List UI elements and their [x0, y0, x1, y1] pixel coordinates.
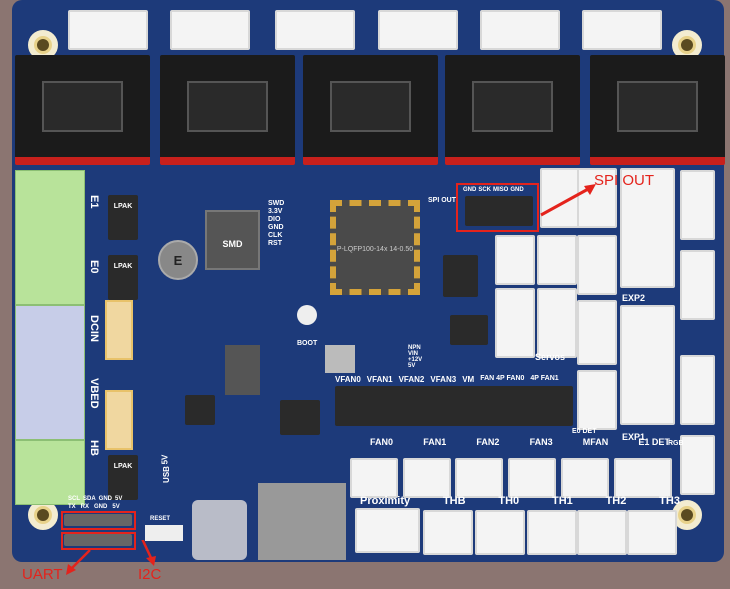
- connector: [680, 250, 715, 320]
- stepper-driver: [15, 55, 150, 165]
- spi-out-label: SPI OUT: [428, 197, 457, 204]
- reset-label: RESET: [150, 516, 171, 522]
- thb-connector: [423, 510, 473, 555]
- capacitor: E: [158, 240, 198, 280]
- motor-connector: [480, 10, 560, 50]
- mcu-chip: P-LQFP100-14x 14-0.50: [330, 200, 420, 295]
- label-hb: HB: [88, 440, 100, 456]
- driver-ic: [443, 255, 478, 297]
- endstop-connector: [577, 168, 617, 228]
- label-dcin: DCIN: [88, 315, 100, 342]
- terminal-block-dcin-vbed: [15, 305, 85, 440]
- vfan-labels: VFAN0 VFAN1 VFAN2 VFAN3 VM FAN 4P FAN0 4…: [335, 375, 559, 384]
- motor-connector: [68, 10, 148, 50]
- regulator: [225, 345, 260, 395]
- rgb-label: RGB: [668, 440, 684, 447]
- inductor: SMD: [205, 210, 260, 270]
- endstop-connector: [577, 370, 617, 430]
- terminal-block-hb: [15, 440, 85, 505]
- e0-det-label: E0 DET: [572, 428, 597, 435]
- exp1-label: EXP1: [622, 432, 646, 442]
- uart-header: [64, 534, 132, 546]
- terminal-block-e1-e0: [15, 170, 85, 305]
- connector: [680, 170, 715, 240]
- spi-out-annotation: SPI OUT: [594, 172, 655, 189]
- mosfet: LPAK: [108, 195, 138, 240]
- spi-pin-labels: GND SCK MISO GND: [463, 187, 524, 193]
- label-e1: E1: [88, 195, 100, 209]
- fan3-connector: [508, 458, 556, 498]
- boot-button[interactable]: [297, 305, 317, 325]
- stepper-driver: [303, 55, 438, 165]
- servo-connector: [537, 288, 577, 358]
- ic-chip: [280, 400, 320, 435]
- fuse: [105, 390, 133, 450]
- uart-highlight-box: [61, 532, 136, 550]
- th2-connector: [577, 510, 627, 555]
- spi-header: [465, 196, 533, 226]
- uart-annotation: UART: [22, 566, 63, 583]
- fan2-connector: [455, 458, 503, 498]
- jumper-labels: NPN VIN +12V 5V: [408, 345, 423, 369]
- connector: [537, 235, 577, 285]
- spi-highlight-box: [456, 183, 539, 232]
- endstop-connector: [577, 300, 617, 365]
- label-e0: E0: [88, 260, 100, 274]
- ic-chip: [185, 395, 215, 425]
- usb-c-port[interactable]: [192, 500, 247, 560]
- stepper-driver: [445, 55, 580, 165]
- usb-label: USB: [161, 466, 171, 483]
- mosfet: LPAK: [108, 455, 138, 500]
- endstop-connector: [577, 235, 617, 295]
- connector: [495, 235, 535, 285]
- connector: [680, 355, 715, 425]
- swd-labels: SWD 3.3V DIO GND CLK RST: [268, 200, 285, 247]
- mfan-connector: [561, 458, 609, 498]
- motor-connector: [378, 10, 458, 50]
- spi-arrow: [540, 184, 596, 217]
- mosfet: LPAK: [108, 255, 138, 300]
- i2c-pin-labels: SCL SDA GND 5V: [68, 496, 123, 502]
- exp2-connector[interactable]: [620, 168, 675, 288]
- boot-label: BOOT: [297, 340, 318, 347]
- fan-labels: FAN0 FAN1 FAN2 FAN3 MFAN E1 DET: [370, 437, 670, 447]
- exp1-connector[interactable]: [620, 305, 675, 425]
- fan1-connector: [403, 458, 451, 498]
- exp2-label: EXP2: [622, 293, 646, 303]
- motor-connector: [170, 10, 250, 50]
- i2c-highlight-box: [61, 511, 136, 530]
- i2c-header: [64, 514, 132, 526]
- sd-card-slot[interactable]: [258, 483, 346, 560]
- reset-button[interactable]: [145, 525, 183, 541]
- proximity-connector: [355, 508, 420, 553]
- rgb-connector: [680, 435, 715, 495]
- servo-connector: [495, 288, 535, 358]
- fuse: [105, 300, 133, 360]
- vfan-jumper-headers[interactable]: [335, 386, 573, 426]
- stepper-driver: [590, 55, 725, 165]
- th0-connector: [475, 510, 525, 555]
- dip-switch[interactable]: [450, 315, 488, 345]
- label-vbed: VBED: [88, 378, 100, 409]
- uart-pin-labels: TX RX GND 5V: [68, 504, 120, 510]
- motor-connector: [275, 10, 355, 50]
- i2c-annotation: I2C: [138, 566, 162, 583]
- th3-connector: [627, 510, 677, 555]
- thermistor-labels: Proximity THB TH0 TH1 TH2 TH3: [360, 495, 680, 507]
- usb-5v-label: 5V: [160, 454, 170, 465]
- motor-connector: [582, 10, 662, 50]
- e1-det-connector: [614, 458, 672, 498]
- stepper-driver: [160, 55, 295, 165]
- annotation-arrows: [66, 540, 156, 575]
- servos-label: Servos: [535, 352, 566, 362]
- sensor-chip: [325, 345, 355, 373]
- th1-connector: [527, 510, 577, 555]
- fan0-connector: [350, 458, 398, 498]
